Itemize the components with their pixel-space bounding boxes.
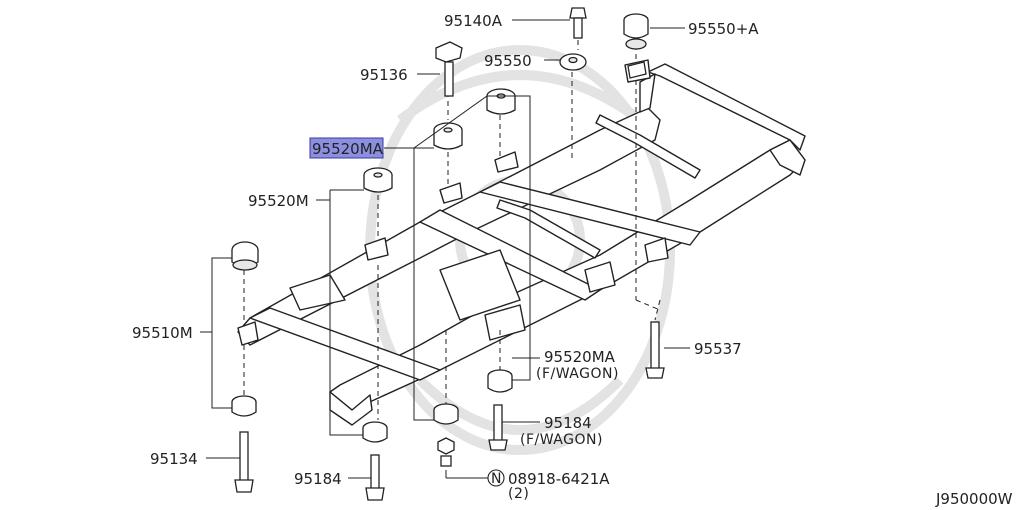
label-n-mark: N [491,471,502,487]
part-nut-08918 [437,437,455,467]
part-mount-95510M-lower [231,395,257,417]
label-95134[interactable]: 95134 [150,450,198,468]
part-bolt-95136 [435,41,463,97]
part-bolt-95134 [234,431,254,493]
label-08918-qty: (2) [508,486,529,502]
label-95520MA-wagon-note: (F/WAGON) [536,366,619,382]
label-08918-6421A[interactable]: 08918-6421A [508,470,610,488]
part-mount-95520MA-wagon [487,369,513,393]
leader-lines [200,19,690,479]
part-mount-95510M-upper [231,241,259,271]
part-bolt-95140A [569,7,587,39]
part-mount-95520M [363,167,393,193]
part-labels: 95140A 95550+A 95550 95136 95520MA 95520… [132,12,1013,508]
part-mount-95550A [623,13,649,79]
label-95537[interactable]: 95537 [694,340,742,358]
label-95520MA-wagon[interactable]: 95520MA [544,348,616,366]
part-mount-95520MA [433,122,463,150]
part-bolt-95537 [645,321,665,379]
diagram-code: J950000W [935,490,1013,508]
label-95184-wagon[interactable]: 95184 [544,414,592,432]
selected-part-highlight [309,137,384,159]
label-95184[interactable]: 95184 [294,470,342,488]
part-bolt-95184 [365,454,385,501]
n-circle-icon [487,469,505,487]
label-95140A[interactable]: 95140A [444,12,503,30]
label-95136[interactable]: 95136 [360,66,408,84]
part-mount-95520MA-lower [433,403,459,425]
dashed-guides [243,40,661,420]
part-mount-95520MA-upper [486,88,516,115]
part-bolt-95184-wagon [488,404,508,451]
part-washer-95550 [559,53,587,71]
label-95184-wagon-note: (F/WAGON) [520,432,603,448]
label-95520MA[interactable]: 95520MA [312,140,384,158]
part-mount-95520M-lower [362,421,388,443]
label-95550[interactable]: 95550 [484,52,532,70]
chassis-frame [237,59,806,426]
label-95510M[interactable]: 95510M [132,324,193,342]
label-95520M[interactable]: 95520M [248,192,309,210]
label-95550A[interactable]: 95550+A [688,20,759,38]
